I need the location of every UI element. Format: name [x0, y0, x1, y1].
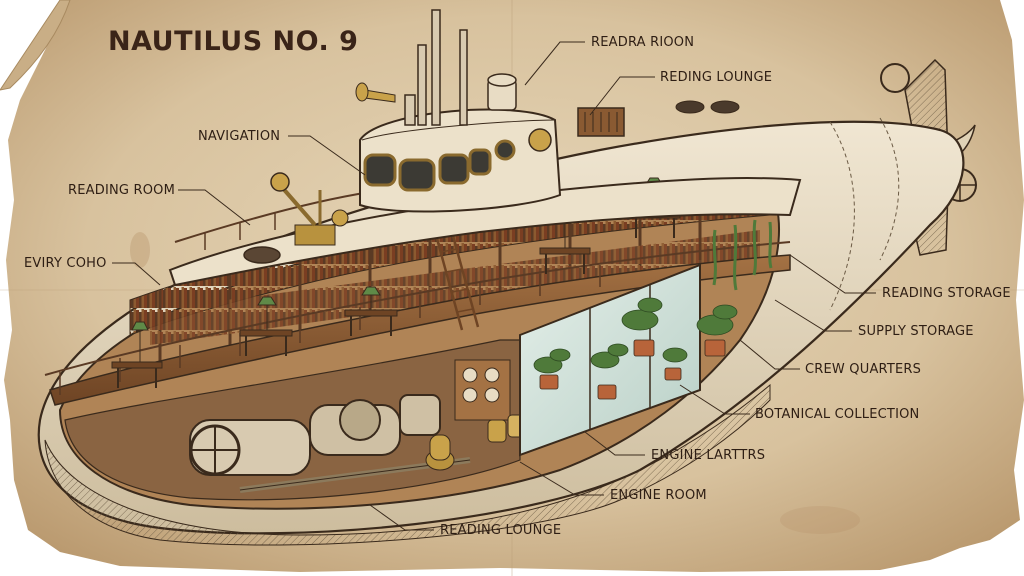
label-readra-rioon: READRA RIOON: [591, 35, 695, 50]
label-reading-storage: READING STORAGE: [882, 286, 1011, 301]
label-reding-lounge: REDING LOUNGE: [660, 70, 773, 85]
upper-deck-floor: [49, 254, 791, 406]
top-deck: [168, 177, 802, 287]
conning-tower: [355, 9, 562, 213]
label-botanical-collection: BOTANICAL COLLECTION: [755, 407, 920, 422]
botanical-greenhouse: [519, 219, 773, 457]
label-navigation: NAVIGATION: [198, 129, 281, 144]
label-engine-lartrs: ENGINE LARTTRS: [651, 448, 766, 463]
label-reading-room: READING ROOM: [68, 183, 176, 198]
label-engine-room: ENGINE ROOM: [610, 488, 707, 503]
label-supply-storage: SUPPLY STORAGE: [858, 324, 974, 339]
label-eviry-coho: EVIRY COHO: [24, 256, 107, 271]
navigation-instrument: [270, 172, 349, 246]
label-reading-lounge: READING LOUNGE: [440, 523, 562, 538]
ladder: [434, 231, 480, 331]
engine: [189, 359, 525, 493]
diagram-title: NAUTILUS NO. 9: [108, 26, 359, 57]
label-crew-quarters: CREW QUARTERS: [805, 362, 922, 377]
